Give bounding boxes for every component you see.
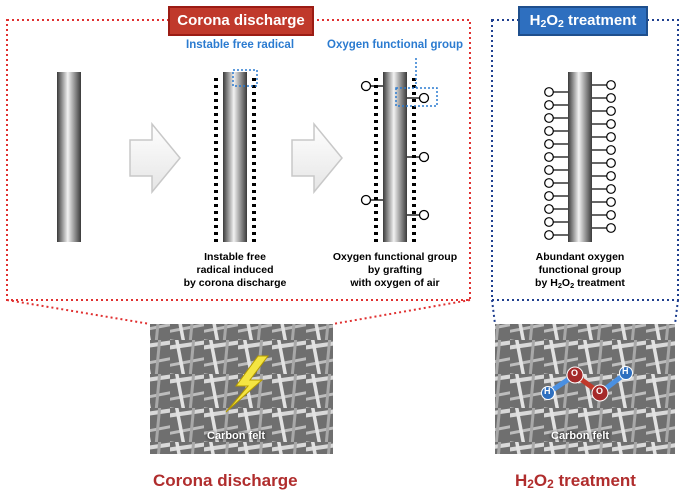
corona-header: Corona discharge xyxy=(168,6,314,36)
h2o2-line-right xyxy=(674,299,679,325)
h2o2-header: H2O2 treatment xyxy=(518,6,648,36)
lightning-bolt-icon xyxy=(225,355,269,413)
carbon-felt-label: Carbon felt xyxy=(207,430,266,442)
atom-label-h2: H xyxy=(622,366,629,376)
carbon-fiber-rod xyxy=(223,72,247,242)
corona-header-text: Corona discharge xyxy=(177,12,305,29)
arrow-right-icon xyxy=(129,121,181,195)
oxygen-group-left xyxy=(360,80,383,206)
footer-corona-discharge: Corona discharge xyxy=(153,471,298,490)
callout-instable-free-radical: Instable free radical xyxy=(186,39,295,51)
h2o2-line-left xyxy=(491,299,496,325)
caption-oxygen: Oxygen functional group by grafting with… xyxy=(332,251,458,289)
oxygen-group-right xyxy=(407,92,430,221)
caption-radical: Instable free radical induced by corona … xyxy=(183,251,287,289)
callout-oxygen-functional-group: Oxygen functional group xyxy=(327,39,464,51)
carbon-felt-photo-corona xyxy=(150,324,333,454)
atom-label-o2: O xyxy=(596,386,604,396)
arrow-right-icon xyxy=(291,121,343,195)
carbon-felt-photo-h2o2 xyxy=(495,324,675,454)
carbon-fiber-rod xyxy=(57,72,81,242)
atom-label-o1: O xyxy=(571,368,579,378)
carbon-felt-label: Carbon felt xyxy=(551,430,610,442)
h2o2-molecule xyxy=(541,366,633,402)
h2o2-box xyxy=(491,19,679,301)
funnel-line-left xyxy=(6,299,151,325)
carbon-fiber-rod xyxy=(568,72,592,242)
funnel-line-right xyxy=(332,299,471,325)
carbon-fiber-rod xyxy=(383,72,407,242)
atom-label-h1: H xyxy=(544,386,551,396)
caption-abundant: Abundant oxygen functional group by H2O2… xyxy=(535,251,625,290)
footer-h2o2-treatment: H2O2 treatment xyxy=(515,471,636,491)
abundant-oxygen-groups xyxy=(544,80,616,240)
radical-callout-box xyxy=(232,69,258,87)
